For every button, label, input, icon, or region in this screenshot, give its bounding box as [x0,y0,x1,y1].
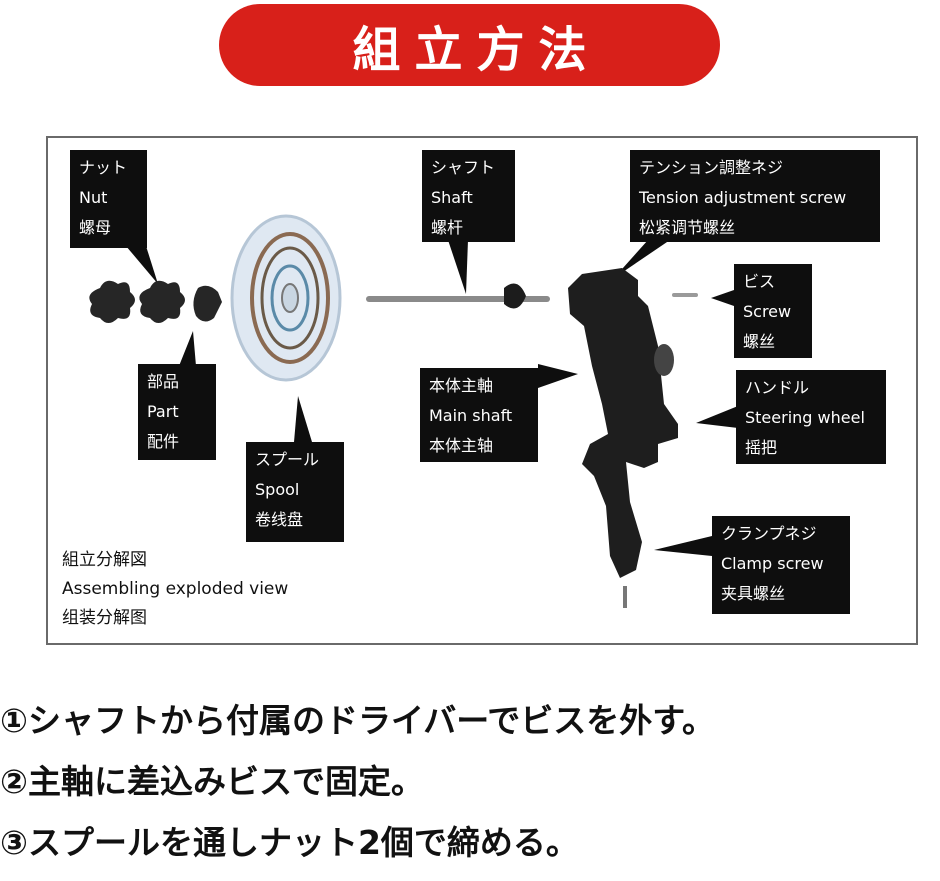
step-3: ③スプールを通しナット2個で締める。 [0,823,579,862]
screw-label: ビス Screw 螺丝 [734,264,812,358]
spool-pointer [294,396,312,442]
nut-label-ja: ナット [79,158,128,177]
main-shaft-label-zh: 本体主轴 [429,436,494,455]
clamp-pointer [654,536,712,556]
screw-label-zh: 螺丝 [743,332,776,351]
step-2: ②主軸に差込みビスで固定。 [0,762,424,801]
diagram-caption: 組立分解図 Assembling exploded view 组装分解图 [62,546,288,633]
label-pointers [126,240,738,556]
tension-label-en: Tension adjustment screw [639,188,847,207]
nut-label: ナット Nut 螺母 [70,150,147,248]
shaft [366,283,550,309]
part-label: 部品 Part 配件 [138,364,216,460]
nut-3 [193,285,222,322]
nut-label-en: Nut [79,188,108,207]
assembly-steps: ①シャフトから付属のドライバーでビスを外す。 ②主軸に差込みビスで固定。 ③スプ… [0,690,715,873]
part-label-ja: 部品 [147,372,180,391]
tension-pointer [614,240,670,278]
title-banner: 組立方法 [219,4,720,86]
page-title: 組立方法 [352,22,601,78]
clamp-label-zh: 夹具螺丝 [721,584,786,603]
clamp-screw-label: クランプネジ Clamp screw 夹具螺丝 [712,516,850,614]
shaft-label-ja: シャフト [431,158,496,177]
clamp-label-en: Clamp screw [721,554,824,573]
nuts [89,280,222,323]
shaft-label: シャフト Shaft 螺杆 [422,150,515,242]
spool-label-ja: スプール [255,450,320,469]
nut-1 [89,280,135,323]
tension-label-zh: 松紧调节螺丝 [639,218,736,237]
main-shaft-label-en: Main shaft [429,406,513,425]
step-1: ①シャフトから付属のドライバーでビスを外す。 [0,701,716,740]
handle-label-zh: 摇把 [745,438,778,457]
part-label-en: Part [147,402,179,421]
shaft-label-zh: 螺杆 [431,218,464,237]
exploded-view-diagram: ナット Nut 螺母 シャフト Shaft 螺杆 テンション調整ネジ Tensi… [46,136,918,645]
parts-illustration [89,214,738,608]
spool-label-zh: 卷线盘 [255,510,304,529]
spool [230,214,342,382]
handle-label: ハンドル Steering wheel 摇把 [736,370,886,464]
main-shaft-label-ja: 本体主軸 [429,376,494,395]
handle-pointer [696,406,738,428]
nut-label-zh: 螺母 [79,218,112,237]
nut-2 [139,280,185,323]
caption-zh: 组装分解图 [62,608,147,628]
screw-part [672,293,698,297]
shaft-label-en: Shaft [431,188,473,207]
spool-label-en: Spool [255,480,300,499]
main-shaft-label: 本体主軸 Main shaft 本体主轴 [420,368,538,462]
screw-label-en: Screw [743,302,792,321]
caption-ja: 組立分解図 [62,550,147,570]
main-body [568,268,678,608]
nut-pointer [126,246,158,284]
part-label-zh: 配件 [147,432,180,451]
handle-label-ja: ハンドル [745,378,810,397]
tension-screw-label: テンション調整ネジ Tension adjustment screw 松紧调节螺… [630,150,880,242]
screw-pointer [711,290,734,306]
shaft-pointer [448,240,468,294]
part-pointer [179,331,196,366]
tension-label-ja: テンション調整ネジ [639,158,784,177]
handle-label-en: Steering wheel [745,408,865,427]
main-shaft-pointer [538,364,578,388]
screw-label-ja: ビス [743,272,776,291]
caption-en: Assembling exploded view [62,579,289,599]
clamp-label-ja: クランプネジ [721,524,817,543]
spool-label: スプール Spool 卷线盘 [246,442,344,542]
